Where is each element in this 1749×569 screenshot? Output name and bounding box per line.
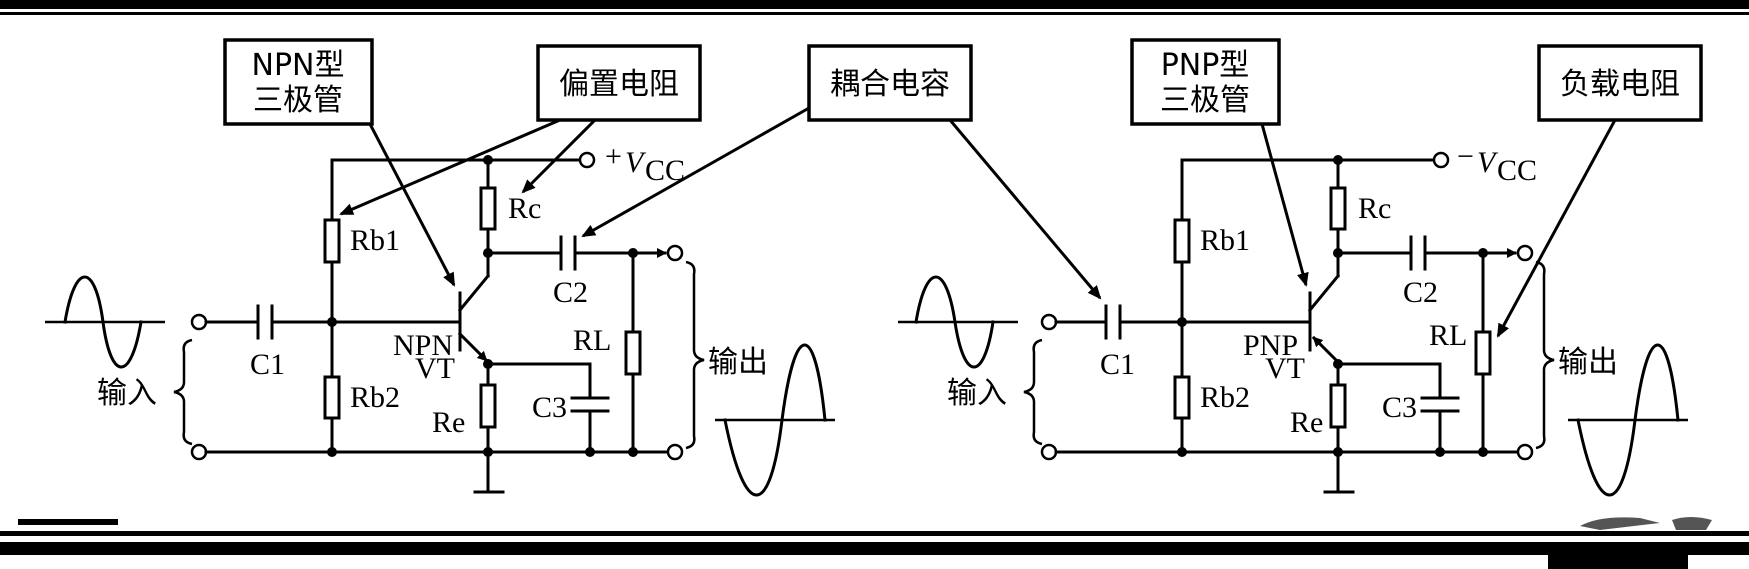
npn-c1: [256, 304, 274, 340]
callout-load-resistor-text: 负载电阻: [1560, 67, 1680, 102]
npn-rl-label: RL: [573, 324, 611, 357]
left-mark: [18, 519, 118, 525]
arrow-pnp-type: [1260, 123, 1309, 287]
pnp-re: [1329, 383, 1347, 429]
pnp-vcc-sign: −: [1457, 140, 1474, 173]
pnp-vcc-sub: CC: [1497, 154, 1537, 187]
npn-rb1: [323, 218, 341, 264]
pnp-output-terminal-bottom: [1516, 443, 1534, 461]
corner-mark-2: [1672, 517, 1712, 530]
corner-mark: [1580, 517, 1660, 530]
bottom-bar: [0, 542, 1749, 555]
npn-input-terminal-top: [190, 313, 208, 331]
npn-circuit: + V CC Rb1 Rb2 C1 输入 NPN VT Rc C2: [45, 140, 835, 497]
arrow-coupling-c2: [581, 106, 810, 238]
npn-vcc-terminal: [578, 151, 596, 169]
pnp-input-terminal-top: [1040, 313, 1058, 331]
npn-rb2-label: Rb2: [350, 381, 400, 414]
pnp-rb1-label: Rb1: [1200, 224, 1250, 257]
pnp-c3: [1420, 396, 1460, 413]
pnp-rl-label: RL: [1429, 319, 1467, 352]
top-bar-thin: [0, 12, 1749, 15]
pnp-vt-label: VT: [1265, 352, 1305, 385]
callout-pnp-type-line1: PNP型: [1161, 48, 1250, 83]
npn-type-label: NPN: [393, 329, 453, 362]
pnp-vcc-terminal: [1432, 151, 1450, 169]
pnp-re-label: Re: [1290, 406, 1323, 439]
pnp-rl: [1474, 330, 1492, 376]
pnp-c1: [1104, 304, 1122, 340]
callout-npn-type-line2: 三极管: [253, 83, 343, 118]
npn-rb1-label: Rb1: [350, 224, 400, 257]
pnp-input-brace: [1023, 338, 1043, 446]
pnp-emitter-arrow: [1311, 335, 1341, 365]
arrow-bias-rc: [521, 118, 597, 194]
npn-input-label: 输入: [97, 376, 157, 411]
npn-input-wave: [63, 275, 143, 369]
pnp-circuit: − V CC Rb1 Rb2 C1 输入 PNP VT Rc C2: [898, 140, 1688, 497]
pnp-rb2: [1173, 375, 1191, 420]
npn-c3-label: C3: [532, 391, 567, 424]
npn-re: [479, 383, 497, 429]
npn-c1-label: C1: [250, 348, 285, 381]
pnp-output-wave: [1576, 343, 1680, 497]
pnp-rb1: [1173, 218, 1191, 264]
npn-rc-label: Rc: [508, 192, 541, 225]
npn-emitter-arrow: [457, 331, 489, 363]
callout-coupling-capacitor-text: 耦合电容: [830, 67, 950, 102]
pnp-output-brace: [1535, 260, 1555, 450]
npn-vt-label: VT: [415, 352, 455, 385]
corner-block: [1548, 555, 1688, 569]
callout-npn-type: NPN型 三极管: [223, 38, 374, 126]
top-bar: [0, 0, 1749, 9]
pnp-rc: [1329, 186, 1347, 231]
pnp-rc-label: Rc: [1358, 192, 1391, 225]
npn-output-label: 输出: [708, 345, 768, 380]
npn-output-brace: [685, 260, 705, 450]
npn-output-terminal-top: [666, 244, 684, 262]
arrow-npn-type: [368, 123, 456, 287]
pnp-vcc-v: V: [1477, 146, 1499, 179]
callout-load-resistor: 负载电阻: [1537, 44, 1703, 122]
pnp-type-label: PNP: [1243, 329, 1298, 362]
pnp-output-label: 输出: [1558, 345, 1618, 380]
pnp-c1-label: C1: [1100, 348, 1135, 381]
arrow-coupling-c1: [948, 119, 1102, 300]
pnp-input-terminal-bottom: [1040, 443, 1058, 461]
npn-output-wave: [723, 343, 827, 497]
pnp-rb2-label: Rb2: [1200, 381, 1250, 414]
pnp-c3-label: C3: [1382, 391, 1417, 424]
pnp-c2-label: C2: [1403, 276, 1438, 309]
callout-npn-type-line1: NPN型: [252, 48, 345, 83]
npn-output-terminal-bottom: [666, 443, 684, 461]
npn-vcc-v: V: [625, 146, 647, 179]
callout-bias-resistor-text: 偏置电阻: [559, 67, 679, 102]
npn-rl: [624, 330, 642, 376]
callout-pnp-type-line2: 三极管: [1160, 83, 1250, 118]
npn-input-terminal-bottom: [190, 443, 208, 461]
npn-c3: [570, 396, 610, 413]
pnp-c2: [1409, 235, 1427, 271]
callout-pnp-type: PNP型 三极管: [1130, 38, 1281, 126]
callout-coupling-capacitor: 耦合电容: [807, 44, 973, 122]
callout-bias-resistor: 偏置电阻: [536, 44, 702, 122]
npn-rc: [479, 186, 497, 231]
npn-rb2: [323, 375, 341, 420]
bottom-bar-thin: [0, 531, 1749, 536]
arrow-load-rl: [1496, 119, 1617, 338]
npn-c2: [559, 235, 577, 271]
npn-vcc-sign: +: [605, 140, 622, 173]
pnp-input-wave: [914, 275, 995, 369]
pnp-input-label: 输入: [947, 376, 1007, 411]
npn-input-brace: [173, 338, 193, 446]
npn-c2-label: C2: [553, 276, 588, 309]
arrow-bias-rb1: [339, 118, 561, 216]
pnp-output-terminal-top: [1516, 244, 1534, 262]
npn-re-label: Re: [432, 406, 465, 439]
